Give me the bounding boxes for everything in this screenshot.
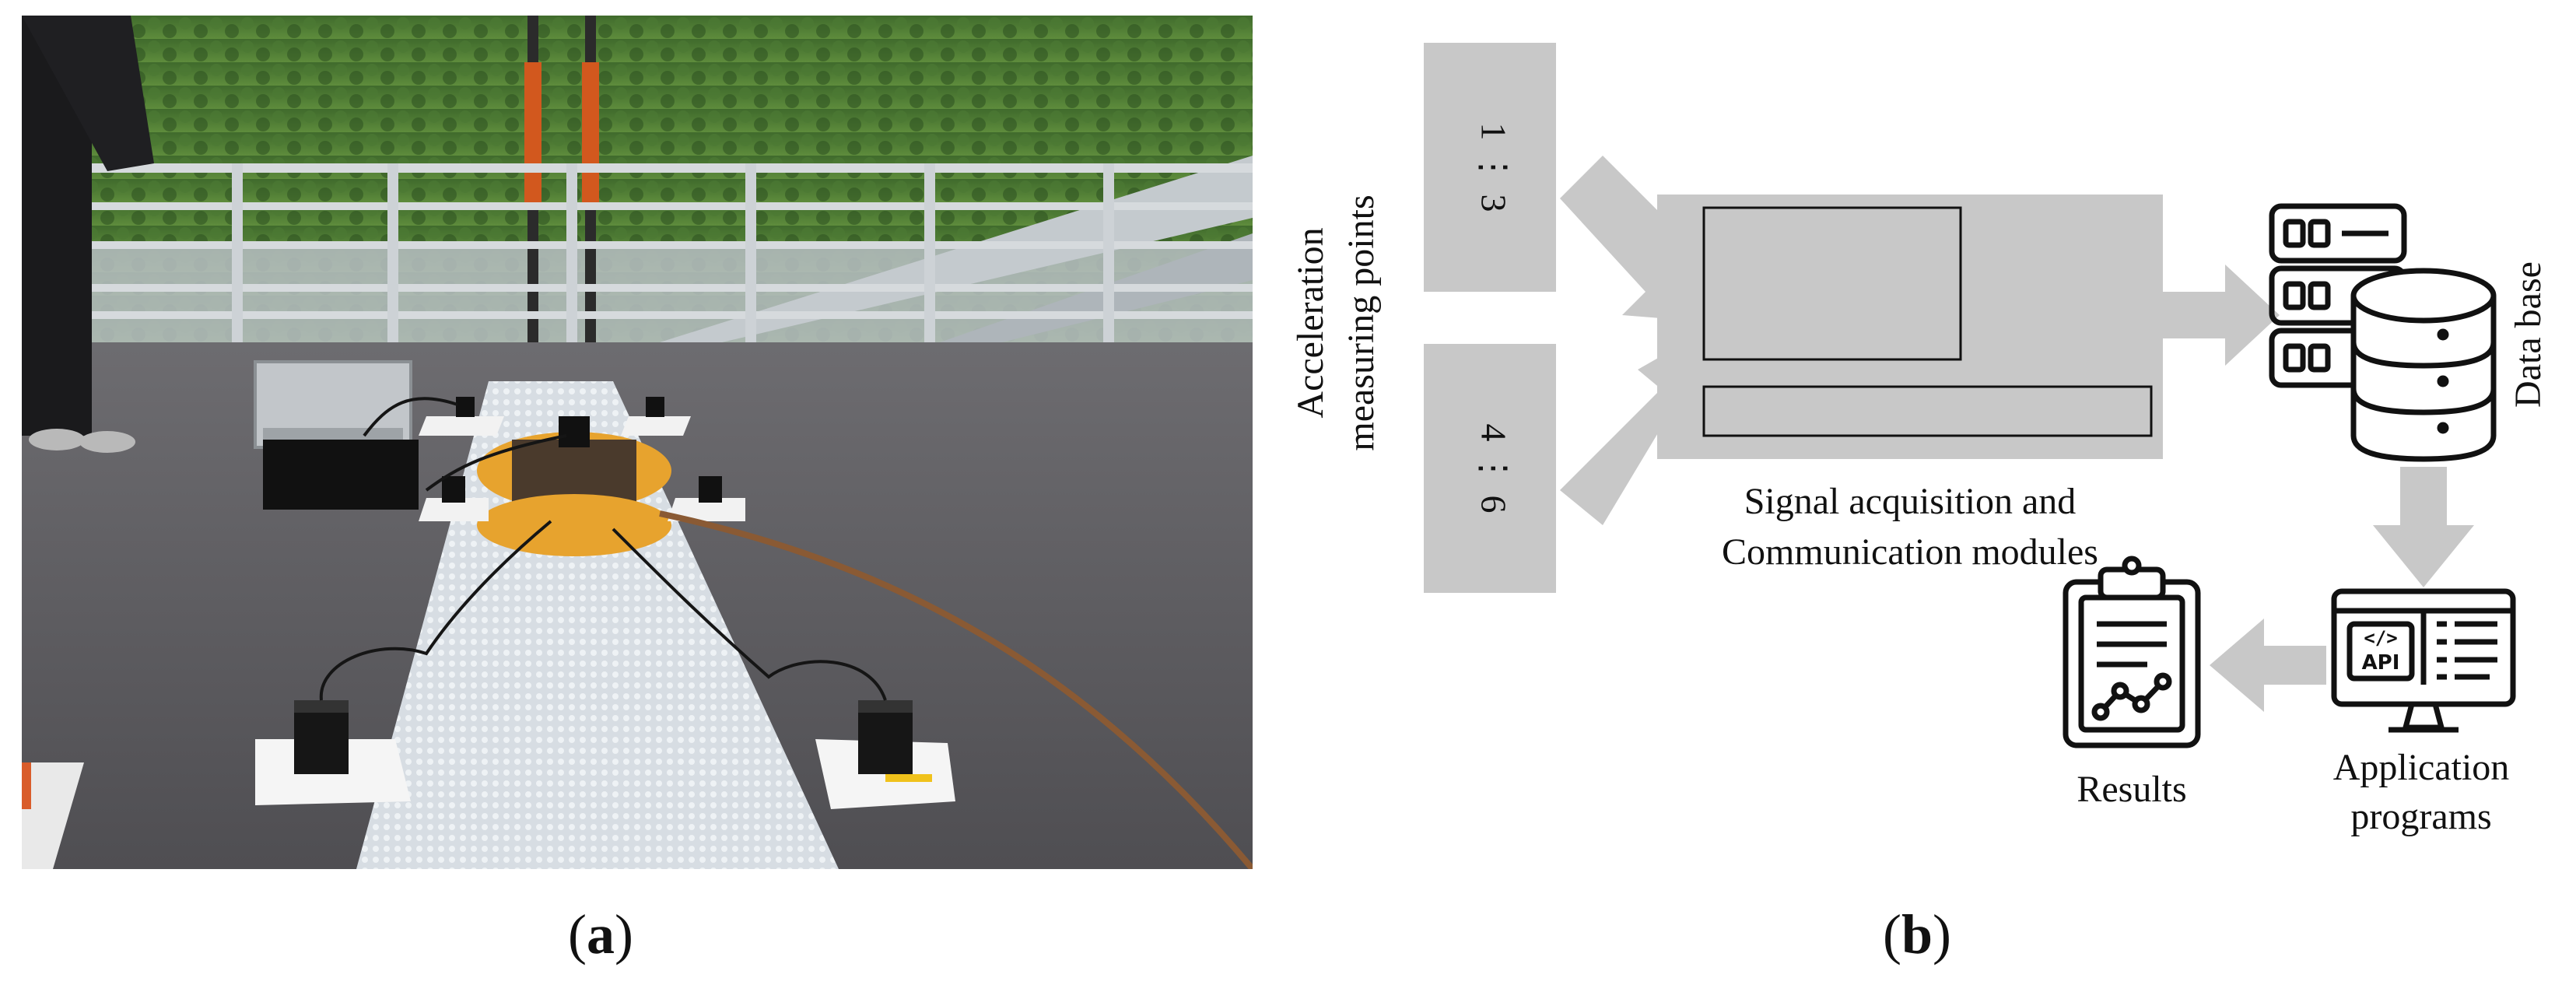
application-code-glyph: </> bbox=[2364, 627, 2397, 649]
sensor-group-1-label: 1 ⋮ 3 bbox=[1474, 123, 1513, 212]
database-label: Data base bbox=[2508, 261, 2549, 408]
arrow-module-to-database bbox=[2163, 265, 2280, 366]
results-label: Results bbox=[2077, 769, 2186, 810]
application-api-glyph: API bbox=[2362, 651, 2400, 675]
panel-label-a: (a) bbox=[568, 903, 633, 967]
monitoring-system-diagram: Acceleration measuring points 1 ⋮ 3 4 ⋮ … bbox=[1292, 43, 2549, 837]
panel-label-b-open: ( bbox=[1883, 903, 1901, 966]
database-icon bbox=[2269, 203, 2497, 462]
panel-label-b-letter: b bbox=[1901, 903, 1933, 966]
sensor-group-2-block bbox=[1424, 344, 1556, 593]
sensor-group-2-label: 4 ⋮ 6 bbox=[1474, 424, 1513, 514]
field-test-photo bbox=[22, 16, 1253, 869]
application-label-line2: programs bbox=[2350, 796, 2491, 837]
module-screen bbox=[1702, 206, 1962, 361]
measuring-points-label-line2: measuring points bbox=[1341, 195, 1382, 450]
module-label-line2: Communication modules bbox=[1722, 531, 2098, 573]
panel-label-a-letter: a bbox=[586, 903, 615, 966]
application-label-line1: Application bbox=[2333, 747, 2510, 788]
signal-acquisition-module bbox=[1657, 195, 2163, 459]
results-icon bbox=[2063, 556, 2201, 748]
module-bar bbox=[1702, 385, 2153, 437]
arrow-database-to-application bbox=[2373, 467, 2474, 587]
panel-label-a-close: ) bbox=[614, 903, 633, 966]
measuring-points-label-line1: Acceleration bbox=[1292, 227, 1331, 418]
sensor-group-1-block bbox=[1424, 43, 1556, 292]
panel-label-b-close: ) bbox=[1933, 903, 1952, 966]
panel-label-b: (b) bbox=[1883, 903, 1951, 967]
application-icon bbox=[2331, 588, 2516, 733]
arrow-application-to-results bbox=[2210, 619, 2326, 712]
module-label-line1: Signal acquisition and bbox=[1744, 481, 2077, 522]
panel-label-a-open: ( bbox=[568, 903, 587, 966]
